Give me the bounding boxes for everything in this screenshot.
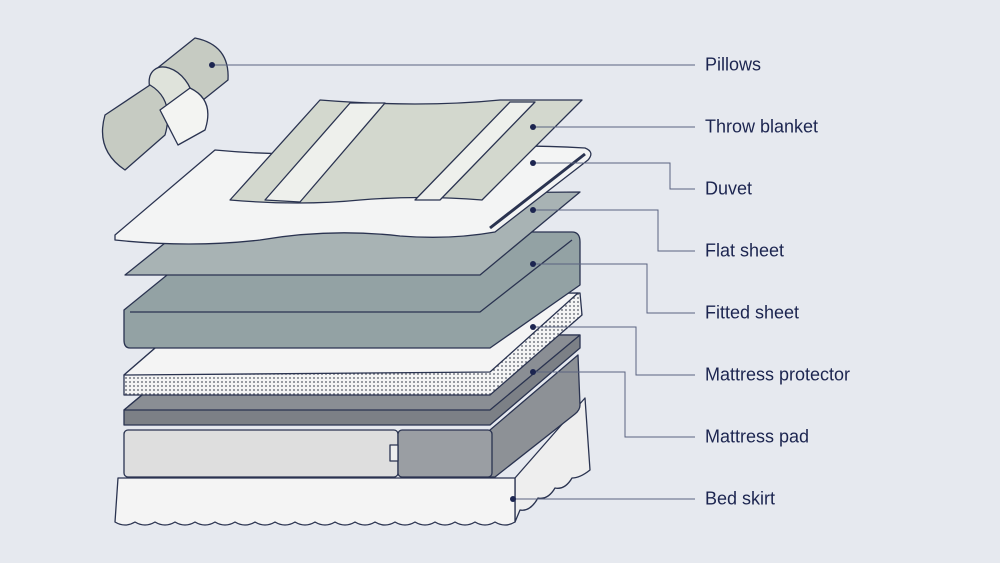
pillows-shape bbox=[101, 37, 229, 171]
label-duvet: Duvet bbox=[705, 178, 753, 199]
bed-skirt-shape bbox=[114, 397, 591, 526]
label-fitted-sheet: Fitted sheet bbox=[705, 302, 800, 323]
leader-dots bbox=[209, 62, 536, 502]
label-pillows: Pillows bbox=[705, 54, 762, 75]
label-bed-skirt: Bed skirt bbox=[705, 488, 776, 509]
throw-blanket-shape bbox=[229, 99, 583, 204]
label-mattress-protector: Mattress protector bbox=[705, 364, 851, 385]
label-flat-sheet: Flat sheet bbox=[705, 240, 785, 261]
label-mattress-pad: Mattress pad bbox=[705, 426, 810, 447]
mattress-shape bbox=[123, 354, 581, 478]
leader-lines bbox=[212, 64, 695, 500]
label-throw-blanket: Throw blanket bbox=[705, 116, 819, 137]
